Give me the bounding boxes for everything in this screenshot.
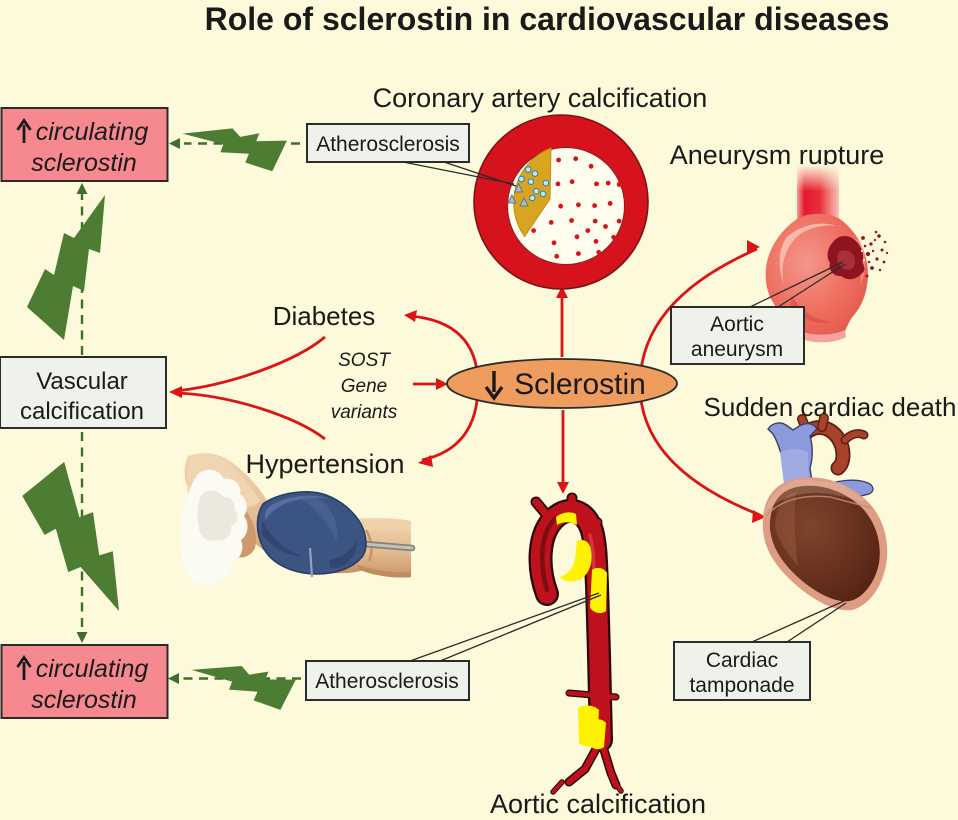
svg-text:Hypertension: Hypertension — [245, 449, 404, 479]
svg-text:SOST: SOST — [338, 350, 391, 371]
svg-text:sclerostin: sclerostin — [31, 149, 137, 177]
svg-text:Gene: Gene — [341, 376, 387, 397]
svg-text:sclerostin: sclerostin — [31, 686, 137, 714]
svg-text:Atherosclerosis: Atherosclerosis — [316, 133, 460, 156]
svg-text:Aneurysm rupture: Aneurysm rupture — [670, 140, 885, 170]
svg-text:calcification: calcification — [20, 398, 144, 425]
svg-text:Aortic calcification: Aortic calcification — [490, 789, 706, 819]
svg-text:Atherosclerosis: Atherosclerosis — [315, 670, 459, 693]
svg-text:Diabetes: Diabetes — [273, 301, 376, 331]
svg-text:Role of sclerostin in cardiova: Role of sclerostin in cardiovascular dis… — [205, 1, 890, 37]
svg-text:Coronary artery calcification: Coronary artery calcification — [373, 83, 708, 113]
svg-text:circulating: circulating — [36, 118, 149, 146]
svg-text:aneurysm: aneurysm — [691, 338, 783, 361]
svg-text:circulating: circulating — [36, 655, 149, 683]
svg-text:variants: variants — [331, 402, 398, 423]
svg-text:Sclerostin: Sclerostin — [514, 368, 646, 401]
svg-text:Sudden cardiac death: Sudden cardiac death — [704, 392, 957, 422]
svg-text:Vascular: Vascular — [36, 368, 128, 395]
svg-text:Cardiac: Cardiac — [706, 649, 778, 672]
svg-text:Aortic: Aortic — [710, 313, 764, 336]
svg-text:tamponade: tamponade — [689, 674, 794, 697]
